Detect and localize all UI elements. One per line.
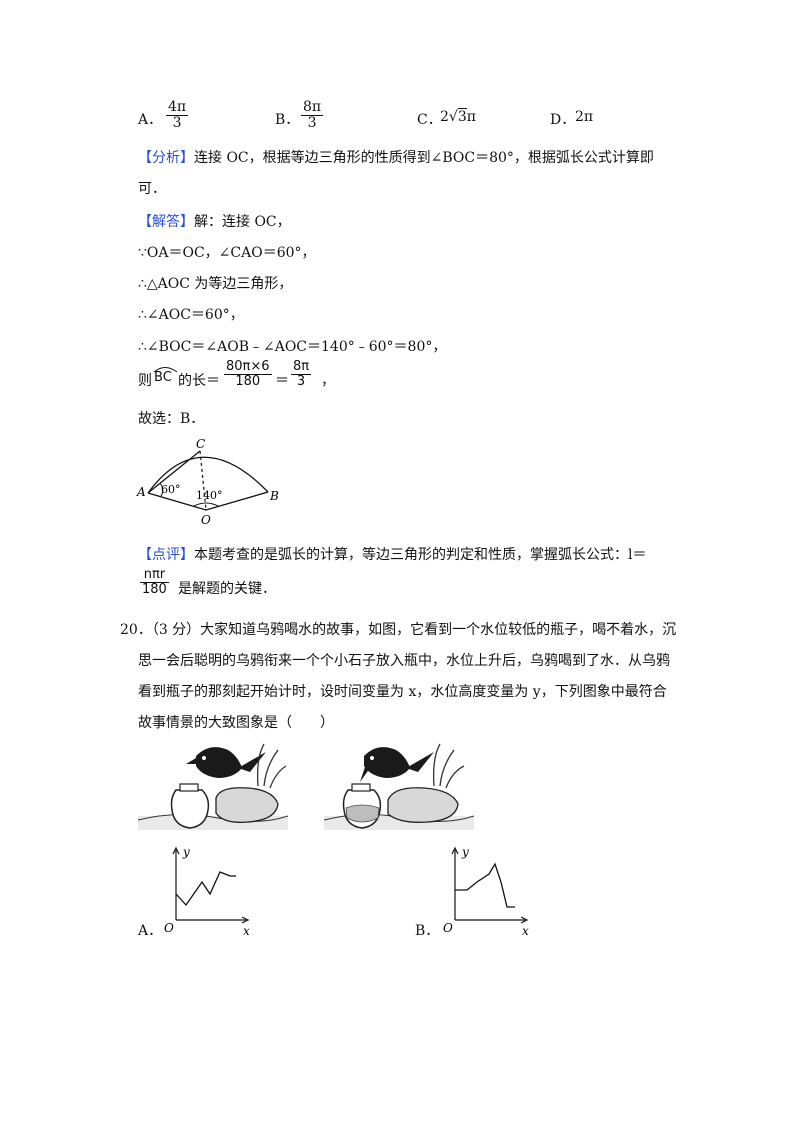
crow-illustration-after xyxy=(324,743,474,830)
analysis-text-1: 连接 OC，根据等边三角形的性质得到∠BOC＝80°，根据弧长公式计算即 xyxy=(194,150,654,166)
choice-b-den: 3 xyxy=(307,114,317,131)
choice-c-value: 2√3π xyxy=(440,108,476,125)
choice-a-den: 3 xyxy=(172,114,182,131)
segment-ac xyxy=(147,450,201,494)
arc-result-fraction: 8π 3 xyxy=(291,359,312,389)
q20-line-3: 看到瓶子的那刻起开始计时，设时间变量为 x，水位高度变量为 y，下列图象中最符合 xyxy=(138,684,667,700)
choice-a-num: 4π xyxy=(166,99,189,116)
answer-line-6: 故选：B． xyxy=(138,411,205,427)
choice-a-fraction: 4π 3 xyxy=(166,99,189,131)
graph-b-x-label: x xyxy=(522,924,529,938)
formula-num: nπr xyxy=(140,568,169,583)
angle-a-label: 60° xyxy=(161,483,181,496)
reed-icon xyxy=(256,743,287,789)
point-b-label: B xyxy=(269,489,279,503)
reed-icon-2 xyxy=(432,743,465,789)
choice-b-num: 8π xyxy=(301,99,324,116)
sector-arc xyxy=(147,456,269,494)
q20-line-4: 故事情景的大致图象是（ ） xyxy=(138,715,334,731)
choice-d-label: D． xyxy=(550,112,576,128)
comment-text-2: 是解题的关键． xyxy=(178,581,276,597)
arc-length-fraction: 80π×6 180 xyxy=(224,360,272,388)
answer-line-2: ∴△AOC 为等边三角形， xyxy=(138,276,293,292)
q20-line-2: 思一会后聪明的乌鸦衔来一个个小石子放入瓶中，水位上升后，乌鸦喝到了水．从乌鸦 xyxy=(138,653,670,669)
formula-den: 180 xyxy=(142,581,167,597)
point-a-label: A xyxy=(136,485,146,499)
point-c-label: C xyxy=(196,437,205,451)
answer-line5-eq: ＝ xyxy=(275,373,289,389)
graph-b: y x O xyxy=(443,845,529,938)
graph-a-curve xyxy=(175,871,236,907)
graph-a: y x O xyxy=(164,845,250,938)
point-o-label: O xyxy=(201,513,211,527)
analysis-tag: 【分析】 xyxy=(138,150,194,166)
answer-text-0: 解：连接 OC， xyxy=(194,214,291,230)
arc-bc: BC xyxy=(153,367,178,385)
answer-line5-end: ， xyxy=(321,373,335,389)
analysis-line-1: 【分析】连接 OC，根据等边三角形的性质得到∠BOC＝80°，根据弧长公式计算即 xyxy=(138,147,654,167)
arc-result-num: 8π xyxy=(291,359,312,375)
rock-icon-2 xyxy=(387,787,459,823)
comment-tag: 【点评】 xyxy=(138,547,194,563)
q20-line-1: 20．（3 分）大家知道乌鸦喝水的故事，如图，它看到一个水位较低的瓶子，喝不着水… xyxy=(120,622,677,638)
vase-icon xyxy=(170,789,210,829)
angle-o-label: 140° xyxy=(196,489,223,502)
choice-d-value: 2π xyxy=(575,109,594,125)
crow-icon xyxy=(196,747,242,778)
choice-c-post: π xyxy=(466,109,476,125)
answer-line-1: ∵OA＝OC，∠CAO＝60°， xyxy=(138,245,316,261)
arc-frac-num: 80π×6 xyxy=(224,359,272,375)
choice-b-fraction: 8π 3 xyxy=(301,99,324,131)
sector-figure: C A B O 60° 140° xyxy=(136,437,279,527)
segment-ob xyxy=(205,491,269,511)
graph-b-curve xyxy=(455,862,515,908)
answer-line5-mid: 的长＝ xyxy=(178,373,220,389)
sqrt-sign-icon: √ xyxy=(448,109,458,125)
choice-b-label: B． xyxy=(275,112,300,128)
answer-line-4: ∴∠BOC＝∠AOB﹣∠AOC＝140°﹣60°＝80°， xyxy=(138,339,447,355)
rock-icon xyxy=(215,787,279,823)
graph-b-y-label: y xyxy=(461,845,469,859)
angle-a-mark xyxy=(159,482,164,497)
comment-text-1: 本题考查的是弧长的计算，等边三角形的判定和性质，掌握弧长公式：l＝ xyxy=(194,547,647,563)
graph-b-origin: O xyxy=(443,921,453,935)
arc-formula-fraction: nπr 180 xyxy=(140,568,169,596)
crow-illustration-before xyxy=(138,743,288,830)
comment-line-1: 【点评】本题考查的是弧长的计算，等边三角形的判定和性质，掌握弧长公式：l＝ xyxy=(138,544,646,564)
arc-result-den: 3 xyxy=(296,373,306,389)
arc-bc-label: BC xyxy=(154,370,172,385)
graph-a-x-label: x xyxy=(243,924,250,938)
choice-c-radicand: 3 xyxy=(457,108,467,125)
graph-b-label: B． xyxy=(415,923,440,939)
graph-a-y-label: y xyxy=(182,845,190,859)
segment-oc-dashed xyxy=(199,450,207,511)
choice-a-label: A． xyxy=(138,112,163,128)
angle-o-mark xyxy=(193,502,219,507)
analysis-line-2: 可． xyxy=(138,181,166,197)
answer-line-0: 【解答】解：连接 OC， xyxy=(138,211,291,231)
answer-line5-pre: 则 xyxy=(138,373,152,389)
choice-c-pre: 2 xyxy=(440,109,449,125)
crow-icon-2 xyxy=(364,747,410,778)
choice-c-label: C． xyxy=(417,112,442,128)
segment-oa xyxy=(147,492,207,511)
graph-a-origin: O xyxy=(164,921,174,935)
answer-line-3: ∴∠AOC＝60°， xyxy=(138,307,244,323)
arc-frac-den: 180 xyxy=(235,373,261,389)
answer-tag: 【解答】 xyxy=(138,214,194,230)
graph-a-label: A． xyxy=(138,923,163,939)
arc-over-icon xyxy=(153,367,178,373)
